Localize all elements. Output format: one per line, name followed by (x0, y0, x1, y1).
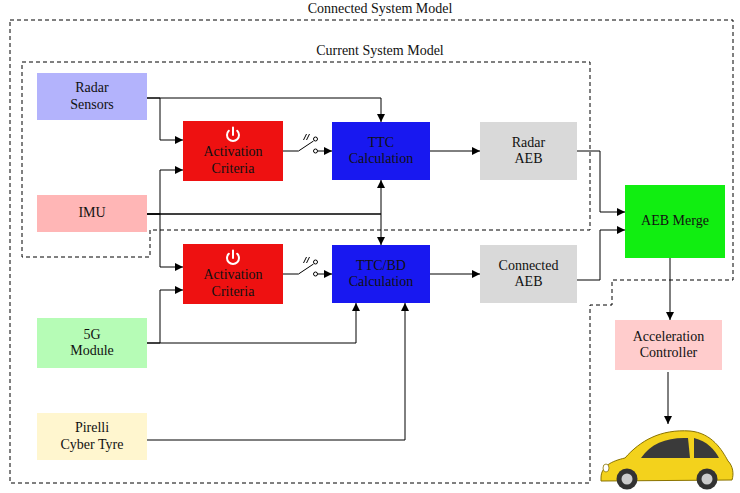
calculation-box: TTC/BD Calculation (332, 245, 430, 303)
module-box: 5G Module (37, 318, 147, 368)
region-title: Current System Model (316, 44, 444, 58)
system-region: Current System ModelRadar SensorsActivat… (22, 62, 590, 257)
box-label: IMU (78, 205, 105, 221)
merge-box: AEB Merge (625, 185, 725, 258)
sensor-box: IMU (37, 195, 147, 232)
activation-box: Activation Criteria (183, 121, 283, 180)
signal-arrow (430, 274, 480, 275)
power-icon (224, 125, 242, 143)
system-region: Connected System ModelCurrent System Mod… (10, 20, 733, 483)
switch-connector (283, 257, 332, 276)
signal-arrow (147, 180, 381, 214)
box-label: TTC Calculation (343, 135, 419, 167)
signal-arrow (577, 230, 625, 280)
signal-arrow (147, 303, 405, 440)
box-label: Activation Criteria (194, 144, 272, 176)
controller-box: Acceleration Controller (615, 320, 722, 370)
calculation-box: TTC Calculation (332, 122, 430, 180)
car-illustration (601, 431, 733, 490)
signal-arrow (430, 151, 480, 152)
signal-arrow (577, 151, 625, 212)
signal-arrow (670, 258, 671, 320)
signal-arrow (147, 303, 356, 343)
aeb-box: Connected AEB (480, 245, 577, 303)
box-label: Connected AEB (493, 258, 565, 290)
box-label: TTC/BD Calculation (343, 258, 419, 290)
signal-arrow (147, 290, 183, 343)
sensor-box: Radar Sensors (37, 73, 147, 120)
tyre-box: Pirelli Cyber Tyre (37, 413, 147, 460)
box-label: Acceleration Controller (625, 329, 713, 361)
box-label: Radar AEB (503, 135, 555, 167)
signal-arrow (147, 214, 183, 267)
box-label: Pirelli Cyber Tyre (57, 420, 127, 452)
box-label: AEB Merge (641, 213, 709, 229)
region-title: Connected System Model (308, 2, 453, 16)
power-icon (224, 248, 242, 266)
signal-arrow (147, 170, 183, 214)
signal-arrow (147, 98, 183, 140)
box-label: Radar Sensors (61, 80, 123, 112)
control-arrow (668, 372, 669, 424)
box-label: Activation Criteria (194, 267, 272, 299)
aeb-box: Radar AEB (480, 122, 577, 180)
box-label: 5G Module (66, 327, 118, 359)
switch-connector (283, 134, 332, 153)
signal-arrow (147, 98, 381, 122)
activation-box: Activation Criteria (183, 244, 283, 303)
